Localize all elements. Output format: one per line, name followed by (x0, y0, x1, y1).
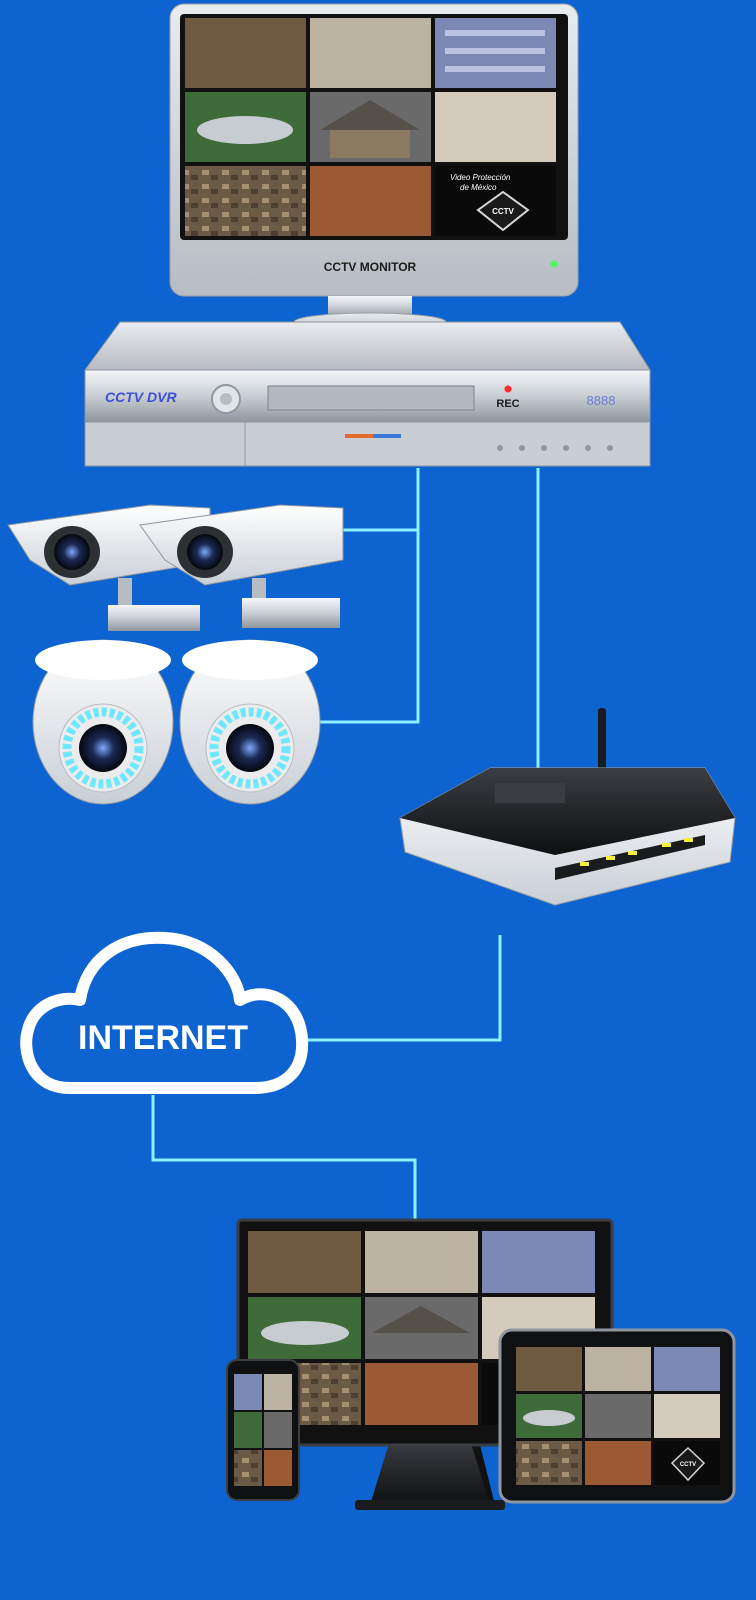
dvr-brand: CCTV DVR (105, 389, 177, 405)
cctv-dvr: CCTV DVR REC 8888 (84, 321, 651, 467)
power-led (550, 260, 558, 268)
cloud-label: INTERNET (78, 1019, 248, 1057)
monitor-label: CCTV MONITOR (324, 260, 417, 274)
svg-text:Video Protección: Video Protección (450, 173, 511, 182)
svg-text:de México: de México (460, 183, 497, 192)
svg-text:CCTV: CCTV (492, 207, 514, 216)
dvr-display: 8888 (587, 393, 616, 408)
desktop-icon (236, 1218, 614, 1510)
smartphone-icon (226, 1359, 300, 1501)
internet-to-devices-line (151, 1095, 417, 1220)
dome-camera-icon (32, 639, 174, 805)
rec-label: REC (496, 398, 519, 410)
dome-camera-icon (179, 639, 321, 805)
tablet-icon: CCTV (498, 1328, 736, 1504)
video-proteccion-logo: Video Protección de México CCTV (450, 173, 530, 232)
router-icon (399, 708, 736, 906)
dvr-to-cameras-line (318, 468, 420, 724)
connection-lines (151, 468, 540, 1220)
cctv-monitor: Video Protección de México CCTV CCTV MON… (169, 3, 579, 332)
router-to-internet-line (305, 935, 502, 1042)
monitor-camera-grid: Video Protección de México CCTV (185, 18, 556, 236)
tablet-logo-badge: CCTV (680, 1462, 696, 1468)
cloud-icon: INTERNET (20, 931, 309, 1094)
bullet-camera-icon (139, 504, 344, 628)
dvr-disc-slot (267, 385, 475, 411)
rec-indicator (504, 385, 512, 393)
